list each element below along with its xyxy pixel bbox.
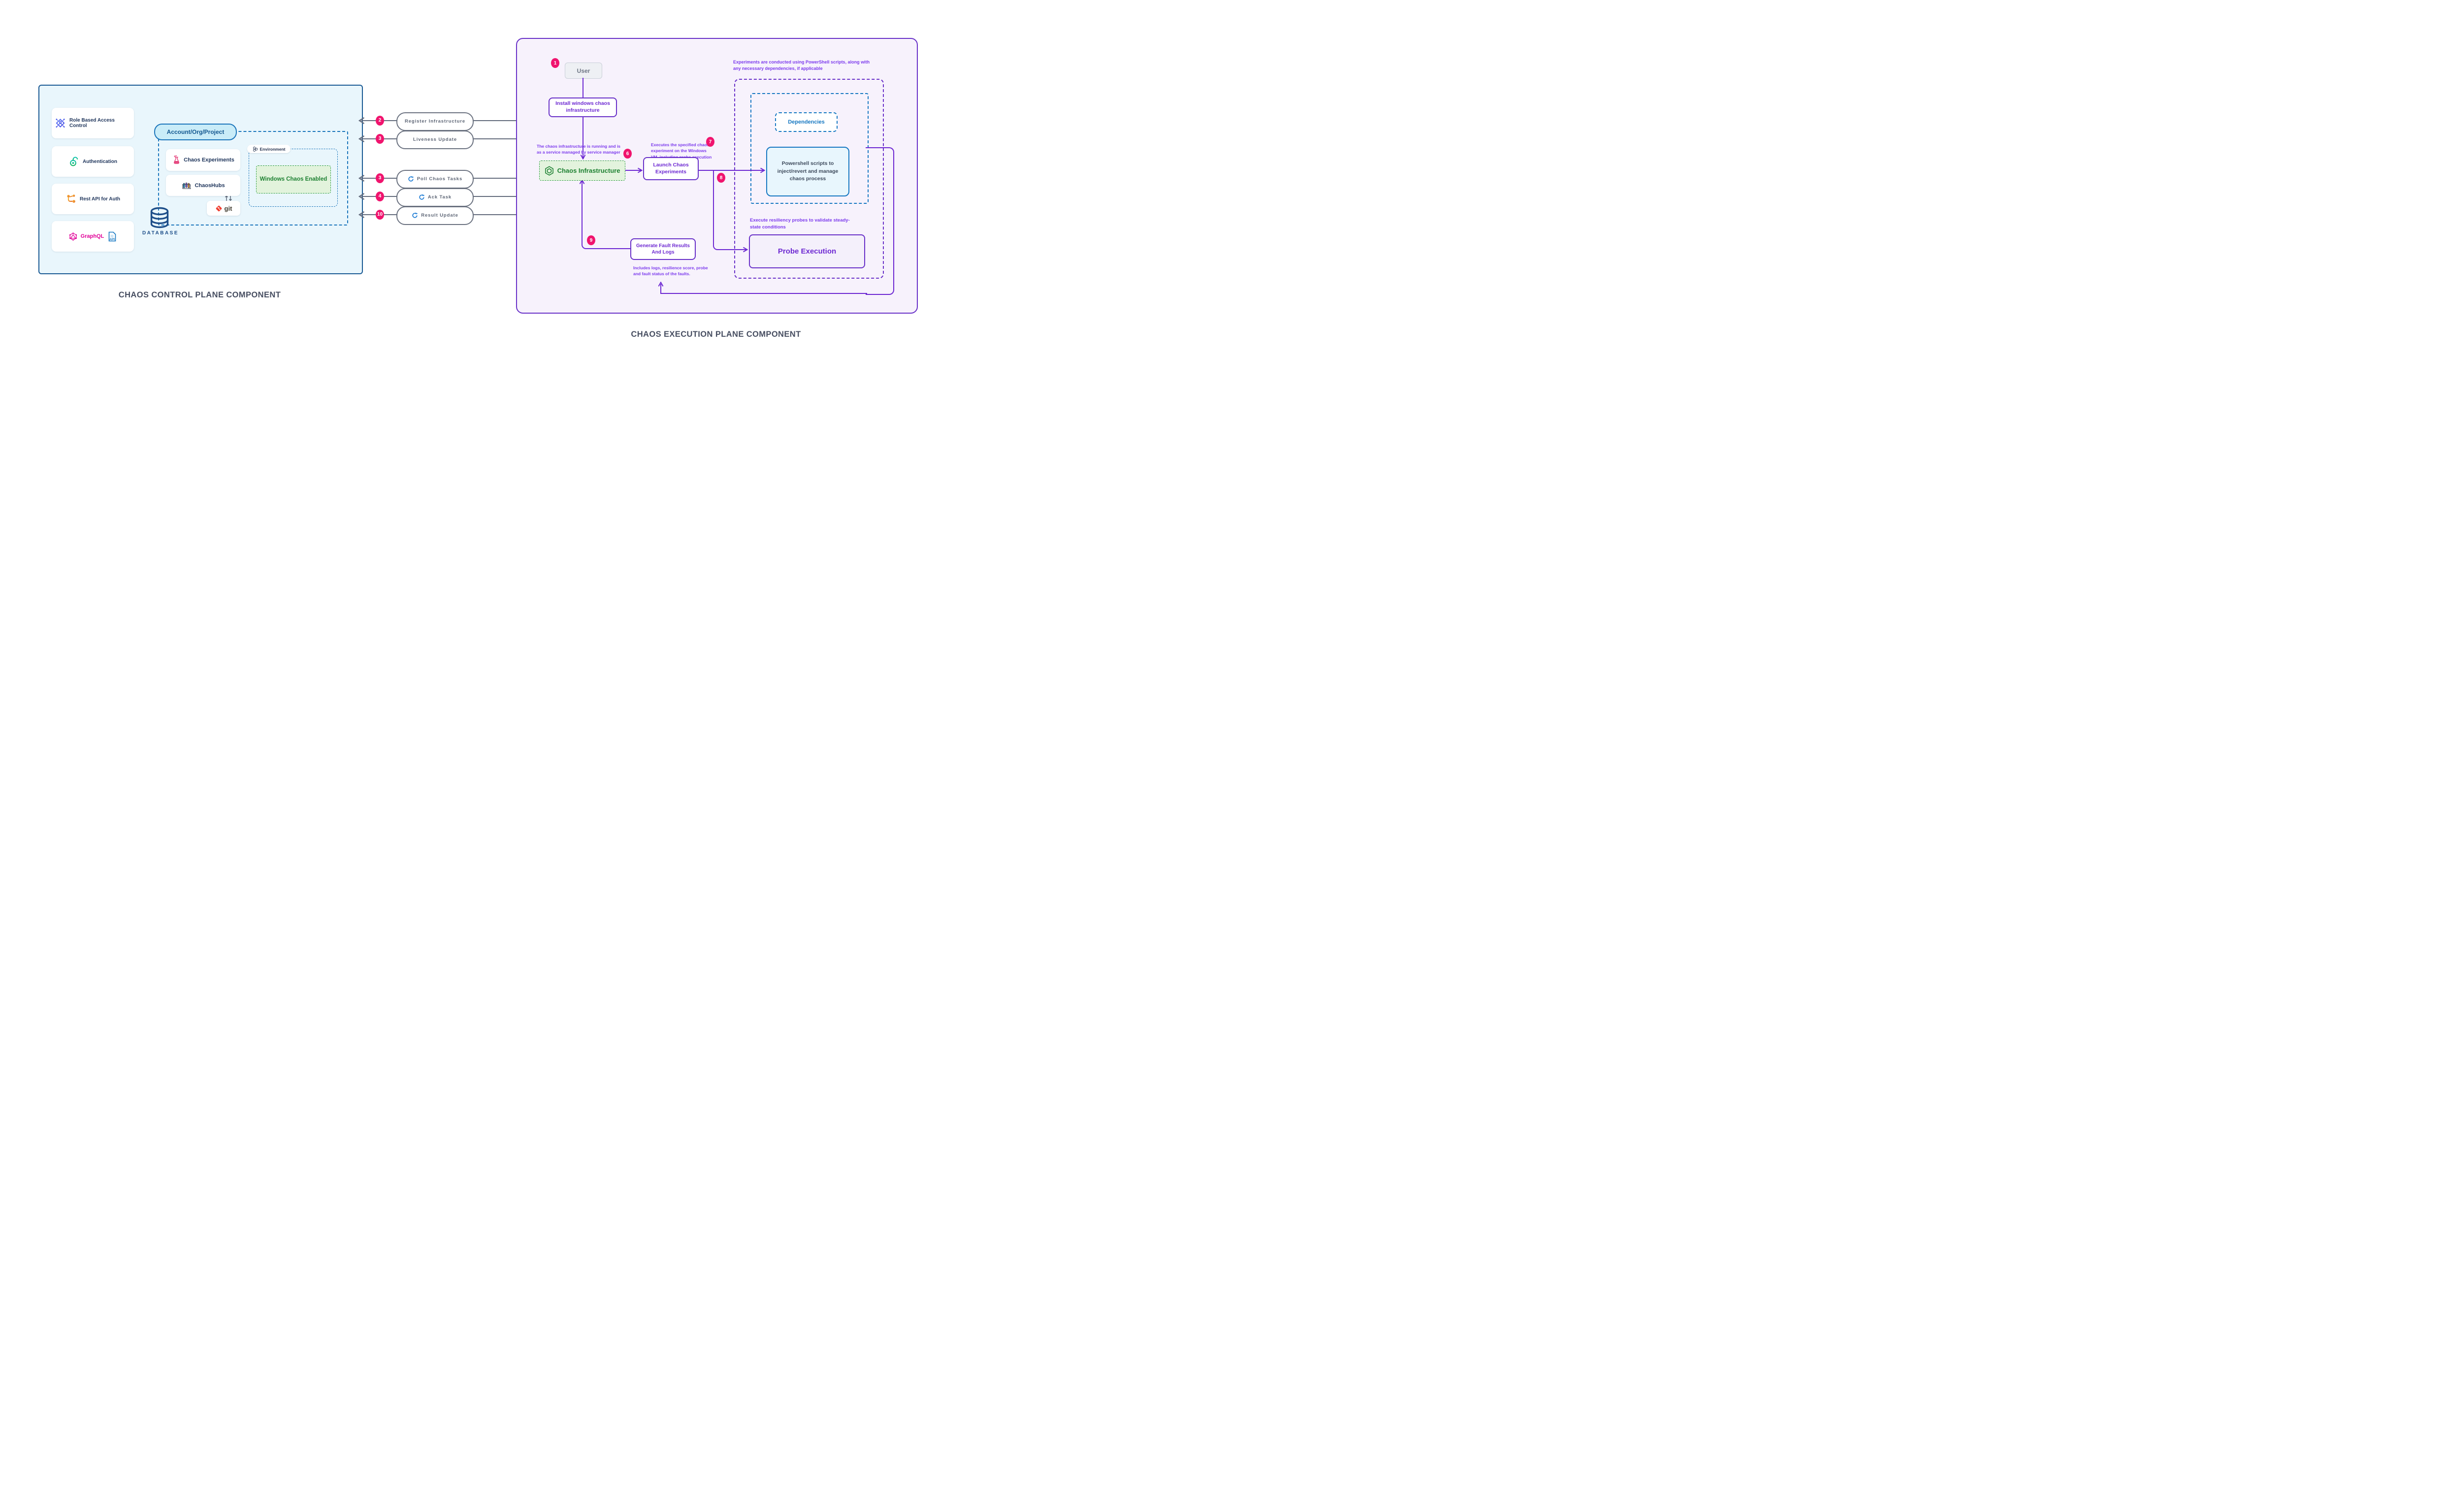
- chaoshubs-label: ChaosHubs: [194, 182, 225, 189]
- chaos-experiments-label: Chaos Experiments: [184, 157, 234, 163]
- account-org-project-pill: Account/Org/Project: [154, 124, 237, 140]
- arrow-right-icon: [743, 247, 748, 253]
- connector-label: Ack Task: [427, 194, 452, 200]
- card-rbac-label: Role Based Access Control: [69, 118, 115, 129]
- sync-icon: [412, 212, 418, 218]
- arrow-left-icon: [358, 117, 365, 124]
- card-authentication: Authentication: [52, 146, 134, 177]
- connector-pill: Register Infrastructure: [396, 112, 474, 131]
- database-icon: [150, 207, 169, 228]
- windows-chaos-enabled-box: Windows Chaos Enabled: [256, 165, 331, 193]
- api-doc-icon: API: [109, 231, 116, 241]
- rest-api-icon: [67, 194, 75, 203]
- flow-elbow: [713, 170, 746, 250]
- step-badge-7: 7: [706, 137, 714, 147]
- step-badge: 3: [376, 173, 384, 183]
- connector-pill: Result Update: [396, 206, 474, 225]
- sync-icon: [408, 176, 414, 182]
- database-label: DATABASE: [142, 230, 179, 236]
- step-badge: 4: [376, 191, 384, 201]
- feedback-elbow: [866, 147, 894, 295]
- arrow-left-icon: [358, 174, 365, 182]
- api-doc-text: API: [110, 238, 115, 241]
- flask-icon: [174, 155, 180, 164]
- auth-lock-icon: [70, 157, 78, 166]
- launch-chaos-experiments-box: Launch Chaos Experiments: [643, 157, 699, 180]
- connector-result-update: 10 Result Update: [358, 206, 518, 225]
- card-authentication-label: Authentication: [83, 159, 117, 164]
- chaoshubs-box: ChaosHubs: [166, 175, 240, 196]
- card-rest-api: Rest API for Auth: [52, 184, 134, 214]
- powershell-scripts-box: Powershell scripts to inject/revert and …: [766, 147, 849, 196]
- probe-execution-box: Probe Execution: [749, 234, 865, 268]
- card-graphql: GraphQL API: [52, 221, 134, 252]
- chaos-experiments-box: Chaos Experiments: [166, 149, 240, 171]
- arrow-left-icon: [358, 193, 365, 200]
- sync-icon: [419, 194, 424, 200]
- chaos-architecture-diagram: Role Based Access Control Authentication…: [0, 0, 949, 378]
- user-box: User: [565, 63, 602, 79]
- arrow-down-icon: [580, 155, 586, 160]
- dependencies-box: Dependencies: [775, 112, 838, 132]
- environment-pill: Environment: [247, 145, 291, 153]
- step-badge: 10: [376, 209, 384, 220]
- install-infrastructure-box: Install windows chaos infrastructure: [549, 97, 617, 117]
- connector-poll-chaos-tasks: 3 Poll Chaos Tasks: [358, 169, 518, 189]
- connector-label: Result Update: [421, 213, 458, 218]
- step-badge-6: 6: [623, 149, 632, 159]
- step-badge: 2: [376, 115, 384, 126]
- note-service-managed: The chaos infrastructure is running and …: [537, 144, 621, 155]
- chaos-infrastructure-icon: [545, 165, 553, 176]
- arrow-up-icon: [658, 282, 664, 287]
- git-label: git: [224, 204, 232, 212]
- step-badge-9: 9: [587, 235, 595, 245]
- git-box: git: [207, 201, 240, 216]
- connector-pill: Poll Chaos Tasks: [396, 169, 474, 189]
- note-executes-experiment: Executes the specified chaos experiment …: [651, 142, 712, 160]
- account-scope-rect: [158, 131, 348, 225]
- note-powershell-scripts: Experiments are conducted using PowerShe…: [733, 60, 870, 71]
- execution-plane-title: CHAOS EXECUTION PLANE COMPONENT: [631, 330, 801, 339]
- flow-elbow: [582, 181, 631, 249]
- step-badge-1: 1: [551, 58, 559, 68]
- git-icon: [216, 205, 222, 211]
- vm-dashed-rect: [734, 79, 884, 279]
- card-graphql-label: GraphQL: [80, 233, 104, 239]
- connector-label: Register Infrastructure: [404, 119, 466, 124]
- flow-line: [697, 170, 763, 171]
- connector-label: Liveness Update: [413, 137, 457, 142]
- arrow-left-icon: [358, 211, 365, 218]
- arrow-right-icon: [760, 167, 765, 173]
- graphql-icon: [69, 232, 77, 241]
- generate-fault-results-box: Generate Fault Results And Logs: [630, 238, 696, 260]
- environment-rect: [249, 149, 338, 207]
- note-resiliency-probes: Execute resiliency probes to validate st…: [750, 218, 850, 230]
- control-plane-title: CHAOS CONTROL PLANE COMPONENT: [118, 290, 281, 299]
- environment-hexagons-icon: [253, 146, 258, 152]
- note-includes-logs: Includes logs, resilience score, probe a…: [633, 265, 708, 277]
- card-rbac: Role Based Access Control: [52, 108, 134, 138]
- connector-liveness-update: 3 Liveness Update: [358, 130, 518, 149]
- arrow-right-icon: [638, 167, 643, 173]
- arrow-left-icon: [358, 135, 365, 142]
- feedback-line: [660, 284, 661, 293]
- connector-register-infrastructure: 2 Register Infrastructure: [358, 112, 518, 131]
- step-badge-8: 8: [717, 173, 725, 183]
- connector-ack-task: 4 Ack Task: [358, 188, 518, 207]
- flow-line: [624, 170, 641, 171]
- environment-label: Environment: [259, 146, 286, 152]
- connector-pill: Liveness Update: [396, 130, 474, 149]
- feedback-line: [660, 293, 867, 294]
- rbac-icon: [56, 118, 65, 128]
- card-rest-api-label: Rest API for Auth: [79, 196, 121, 202]
- chaoshubs-icon: [182, 182, 192, 189]
- connector-label: Poll Chaos Tasks: [417, 176, 463, 182]
- chaos-infrastructure-box: Chaos Infrastructure: [539, 161, 625, 181]
- step-badge: 3: [376, 133, 384, 144]
- chaos-infrastructure-label: Chaos Infrastructure: [557, 167, 620, 174]
- connector-pill: Ack Task: [396, 188, 474, 207]
